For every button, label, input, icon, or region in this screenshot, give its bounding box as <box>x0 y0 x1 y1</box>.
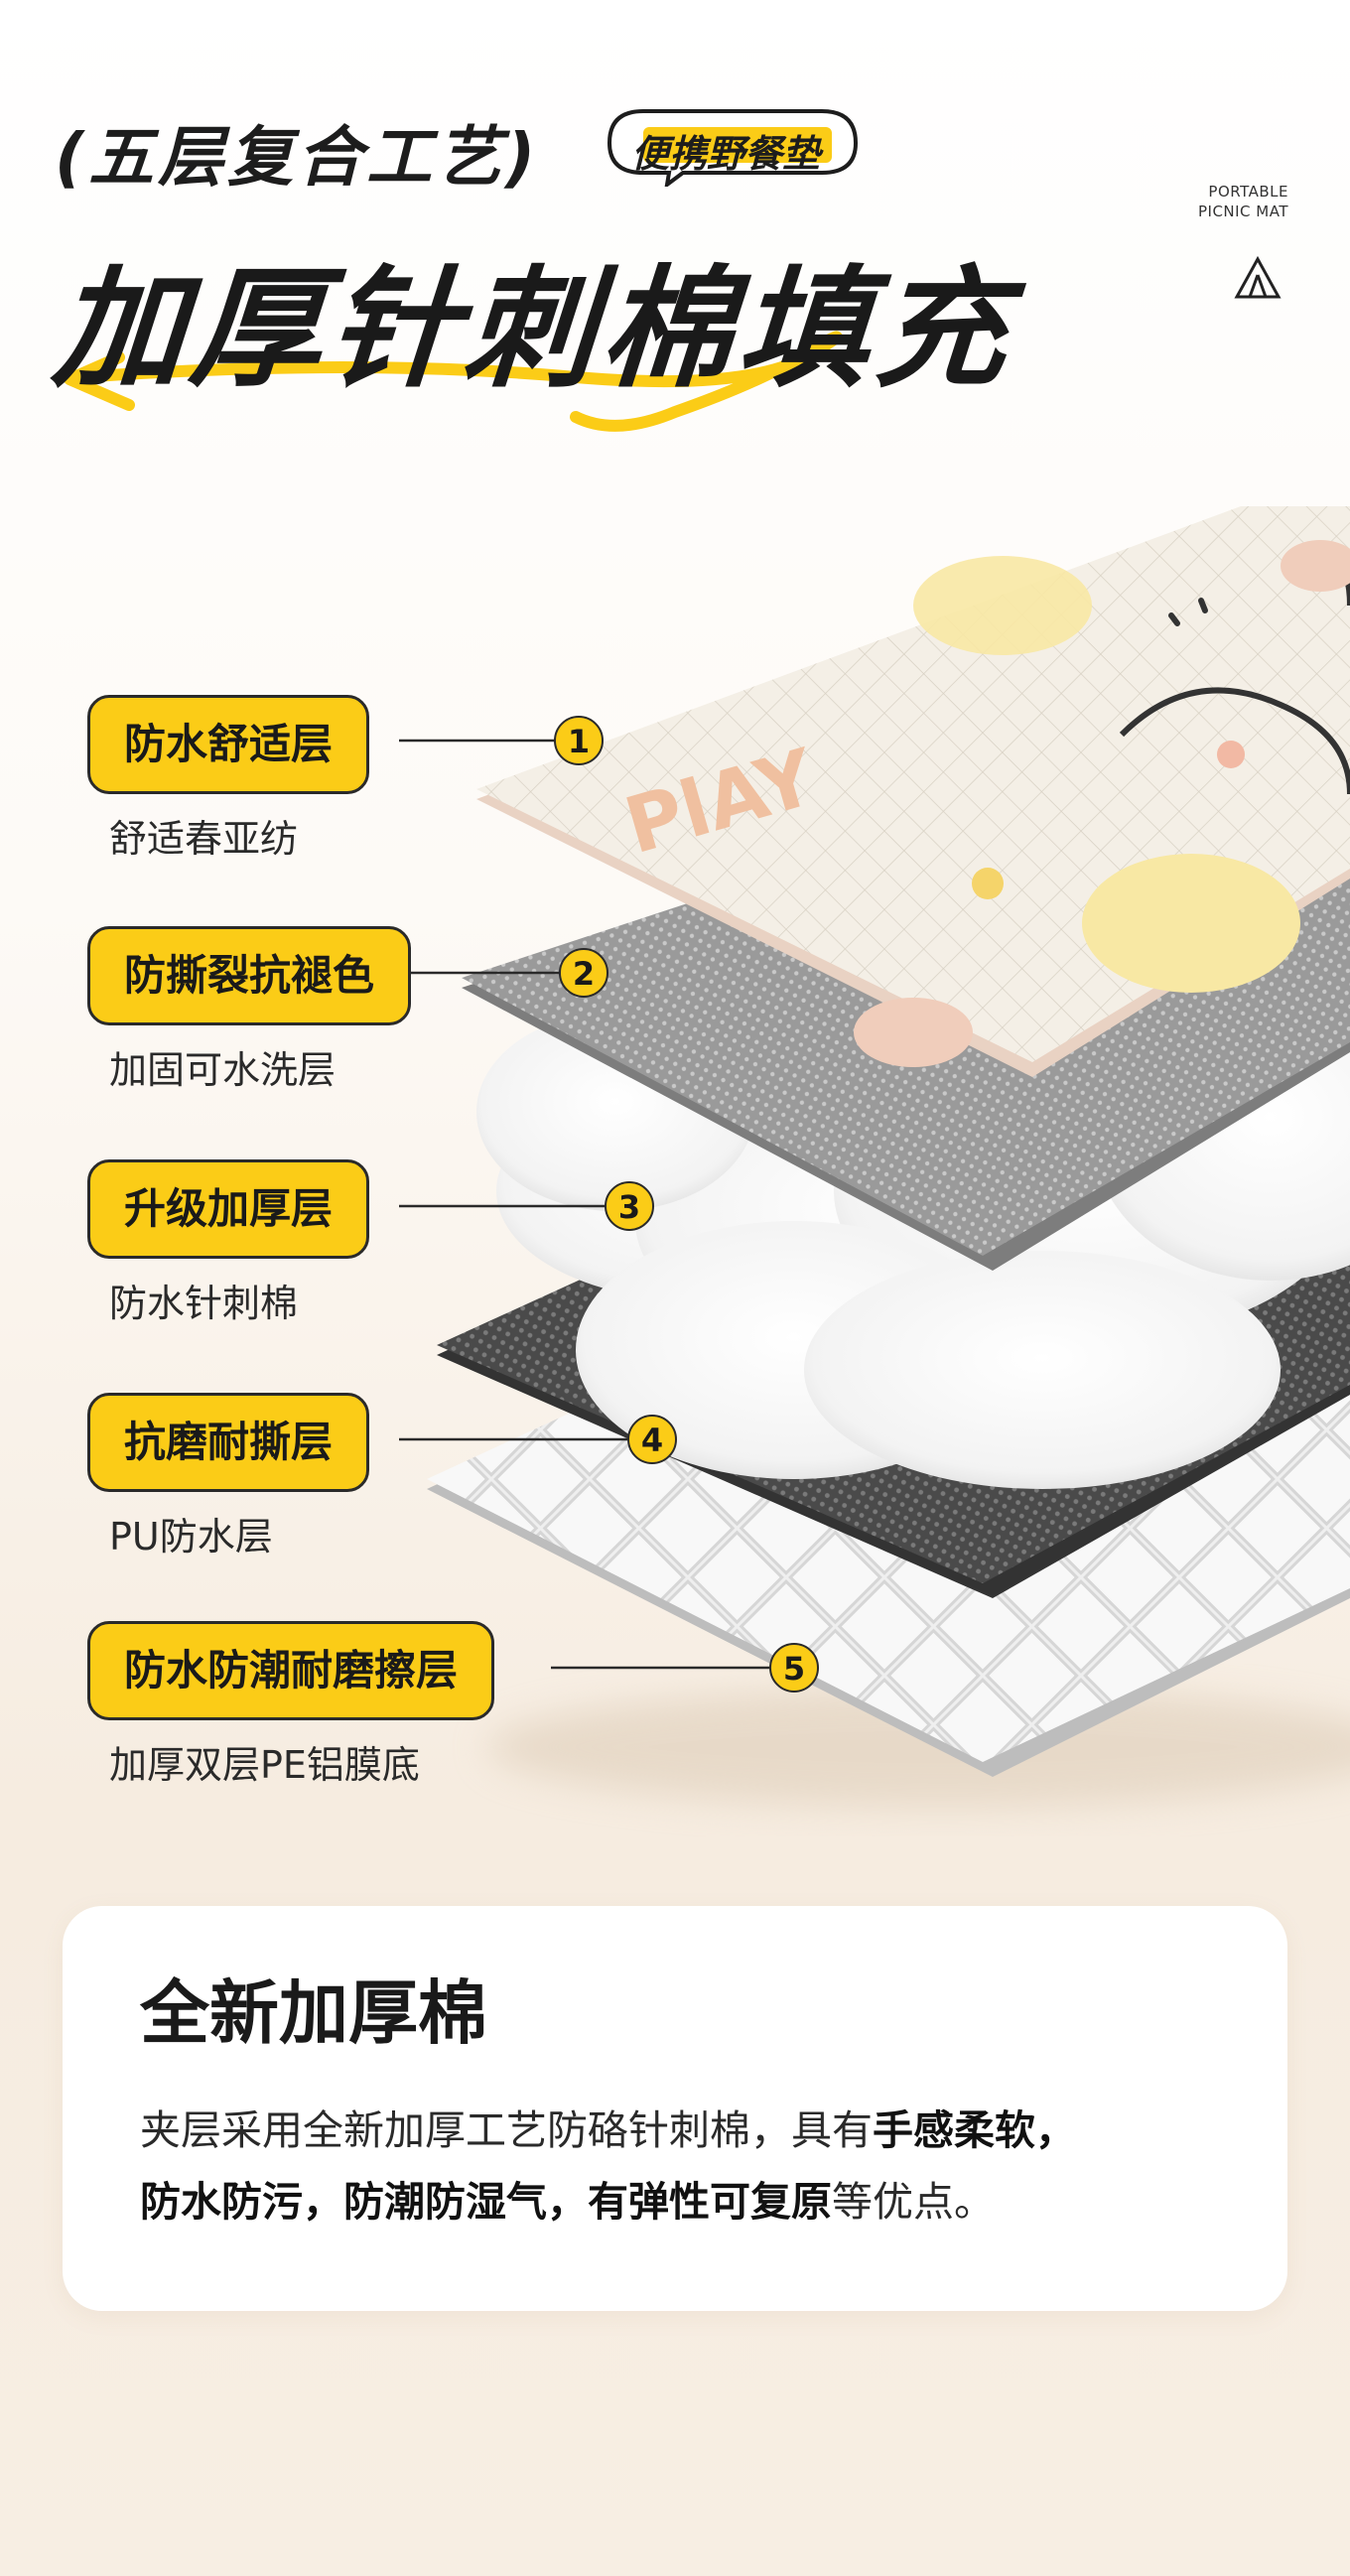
tag-label: 便携野餐垫 <box>631 132 821 176</box>
layer-2-label: 防撕裂抗褪色 加固可水洗层 <box>87 926 412 1094</box>
layer-5-name: 防水防潮耐磨擦层 <box>87 1621 495 1720</box>
card-body-bold-1: 手感柔软， <box>873 2106 1076 2154</box>
layer-4-label: 抗磨耐撕层 PU防水层 <box>87 1393 370 1560</box>
badge-3-number: 3 <box>618 1188 640 1226</box>
brand-english: PORTABLE PICNIC MAT <box>1130 182 1288 221</box>
layer-1-top-fabric: PlAY <box>476 506 1350 1077</box>
layer-1-name: 防水舒适层 <box>87 695 370 794</box>
layer-3-label: 升级加厚层 防水针刺棉 <box>87 1159 370 1327</box>
badge-2: 2 <box>559 948 608 998</box>
badge-1: 1 <box>554 716 604 765</box>
layer-2-name: 防撕裂抗褪色 <box>87 926 412 1025</box>
layer-1-label: 防水舒适层 舒适春亚纺 <box>87 695 370 863</box>
section-subtitle: (五层复合工艺) <box>55 119 540 196</box>
brand-en-line1: PORTABLE <box>1208 183 1288 201</box>
main-title: 加厚针刺棉填充 <box>48 253 1018 406</box>
card-body-text-1: 夹层采用全新加厚工艺防硌针刺棉，具有 <box>140 2106 873 2154</box>
speech-bubble-icon <box>607 109 859 187</box>
card-body: 夹层采用全新加厚工艺防硌针刺棉，具有手感柔软， 防水防污，防潮防湿气，有弹性可复原… <box>140 2095 1242 2237</box>
layer-5-desc: 加厚双层PE铝膜底 <box>109 1743 420 1787</box>
leader-lines <box>399 739 779 1670</box>
layers-illustration: PlAY 1 2 3 4 5 <box>399 506 1350 1807</box>
layer-3-name: 升级加厚层 <box>87 1159 370 1259</box>
brand-en-line2: PICNIC MAT <box>1197 203 1288 220</box>
badge-4-number: 4 <box>641 1422 663 1459</box>
info-card: 全新加厚棉 夹层采用全新加厚工艺防硌针刺棉，具有手感柔软， 防水防污，防潮防湿气，… <box>63 1906 1287 2311</box>
badge-4: 4 <box>627 1415 677 1464</box>
badge-5-number: 5 <box>783 1650 805 1688</box>
tag-speech-bubble: 便携野餐垫 <box>604 107 860 187</box>
layer-1-desc: 舒适春亚纺 <box>109 817 299 861</box>
card-body-text-2: 等优点。 <box>832 2178 995 2226</box>
layer-5-label: 防水防潮耐磨擦层 加厚双层PE铝膜底 <box>87 1621 495 1789</box>
badge-5: 5 <box>769 1643 819 1693</box>
title-swoosh-arrow-icon <box>64 331 843 432</box>
layer-4-name: 抗磨耐撕层 <box>87 1393 370 1492</box>
tent-logo-icon <box>1234 255 1282 299</box>
badge-1-number: 1 <box>568 723 590 760</box>
badge-2-number: 2 <box>573 955 595 993</box>
card-body-bold-2: 防水防污，防潮防湿气，有弹性可复原 <box>140 2178 832 2226</box>
badge-3: 3 <box>605 1181 654 1231</box>
layer-3-desc: 防水针刺棉 <box>109 1282 299 1325</box>
layer-4-desc: PU防水层 <box>109 1515 273 1559</box>
layer-2-desc: 加固可水洗层 <box>109 1048 337 1092</box>
card-title: 全新加厚棉 <box>140 1972 487 2054</box>
